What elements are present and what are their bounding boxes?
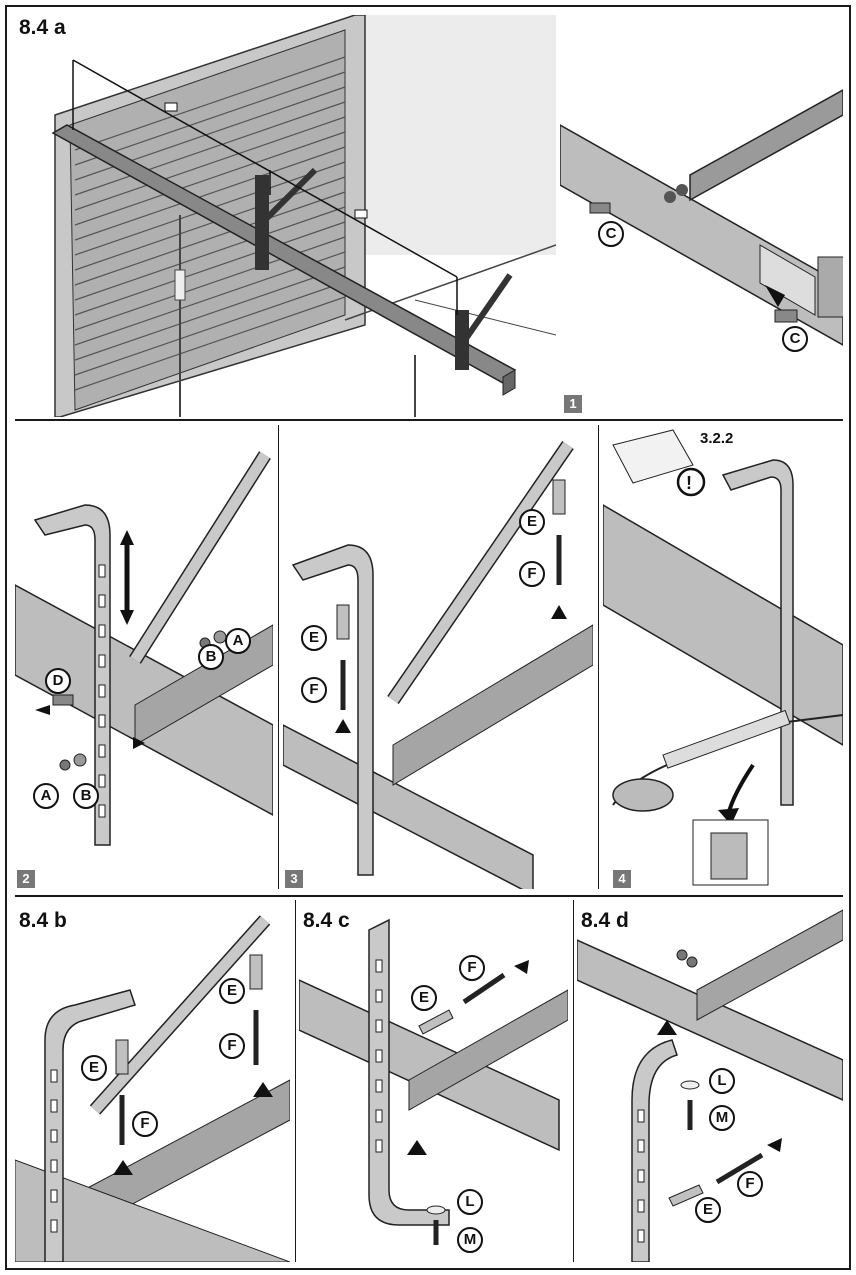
- part-f-label: F: [219, 1033, 245, 1059]
- svg-text:!: !: [686, 473, 692, 493]
- panel-8-4b: 8.4 b E F E F: [15, 900, 290, 1262]
- section-label-8-4d: 8.4 d: [577, 908, 633, 934]
- part-f-label: F: [459, 955, 485, 981]
- part-e-label: E: [519, 509, 545, 535]
- part-f-label: F: [132, 1111, 158, 1137]
- part-e-label: E: [411, 985, 437, 1011]
- part-m-label: M: [709, 1105, 735, 1131]
- part-e-label: E: [219, 978, 245, 1004]
- divider: [573, 900, 574, 1262]
- section-label-8-4c: 8.4 c: [299, 908, 354, 934]
- part-b-label: B: [73, 783, 99, 809]
- divider: [15, 419, 843, 421]
- dimension-lines: [72, 59, 458, 315]
- part-c-label: C: [782, 326, 808, 352]
- part-c-label: C: [598, 221, 624, 247]
- push-arrow-icon: [657, 1020, 677, 1035]
- part-l-label: L: [709, 1068, 735, 1094]
- garage-door-illustration: [15, 15, 556, 417]
- push-arrow-icon: [767, 1138, 782, 1152]
- part-e-label: E: [81, 1055, 107, 1081]
- step-number-1: 1: [564, 395, 582, 413]
- panel-8-4d: 8.4 d L M F E: [577, 900, 843, 1262]
- section-label-8-4a: 8.4 a: [15, 15, 70, 41]
- divider: [598, 425, 599, 889]
- part-d-label: D: [45, 668, 71, 694]
- push-arrow-icon: [113, 1160, 133, 1175]
- panel-step-2: A B D A B 2: [15, 425, 273, 889]
- door-slats: [74, 56, 346, 391]
- step-number-4: 4: [613, 870, 631, 888]
- part-a-label: A: [33, 783, 59, 809]
- doc-reference: 3.2.2: [700, 430, 734, 447]
- part-f-label: F: [737, 1171, 763, 1197]
- push-arrow-icon: [35, 705, 50, 715]
- instruction-sheet: 8.4 a C C 1: [5, 5, 851, 1270]
- wall-mount-illustration: [299, 918, 568, 1245]
- divider: [15, 895, 843, 897]
- panel-step-1: C C 1: [560, 15, 843, 417]
- part-e-label: E: [301, 625, 327, 651]
- divider: [295, 900, 296, 1262]
- rail-joint-illustration: [560, 89, 843, 346]
- hanger-mount-illustration: [15, 451, 273, 846]
- push-arrow-icon: [133, 737, 145, 749]
- step-number-3: 3: [285, 870, 303, 888]
- push-arrow-icon: [551, 605, 567, 619]
- panel-step-3: E F E F 3: [283, 425, 593, 889]
- saw-cut-illustration: !: [603, 429, 843, 886]
- panel-8-4c: 8.4 c F E L M: [299, 900, 568, 1262]
- part-l-label: L: [457, 1189, 483, 1215]
- part-m-label: M: [457, 1227, 483, 1253]
- section-label-8-4b: 8.4 b: [15, 908, 71, 934]
- push-arrow-icon: [514, 960, 529, 974]
- part-f-label: F: [301, 677, 327, 703]
- hanger-ceiling-illustration: [15, 915, 290, 1262]
- push-arrow-icon: [407, 1140, 427, 1155]
- push-arrow-icon: [253, 1082, 273, 1097]
- warning-icon: [676, 467, 706, 497]
- under-rail-mount-illustration: [577, 909, 843, 1262]
- document-icon: [612, 429, 694, 484]
- divider: [278, 425, 279, 889]
- part-a-label: A: [225, 628, 251, 654]
- push-arrow-icon: [765, 285, 785, 307]
- ceiling-fastening-illustration: [283, 441, 593, 889]
- panel-step-4: ! 3.2.2 4: [603, 425, 843, 889]
- part-b-label: B: [198, 644, 224, 670]
- push-arrow-icon: [335, 719, 351, 733]
- step-number-2: 2: [17, 870, 35, 888]
- part-e-label: E: [695, 1197, 721, 1223]
- part-f-label: F: [519, 561, 545, 587]
- panel-8-4a: 8.4 a: [15, 15, 556, 417]
- hacksaw-icon: [612, 778, 674, 812]
